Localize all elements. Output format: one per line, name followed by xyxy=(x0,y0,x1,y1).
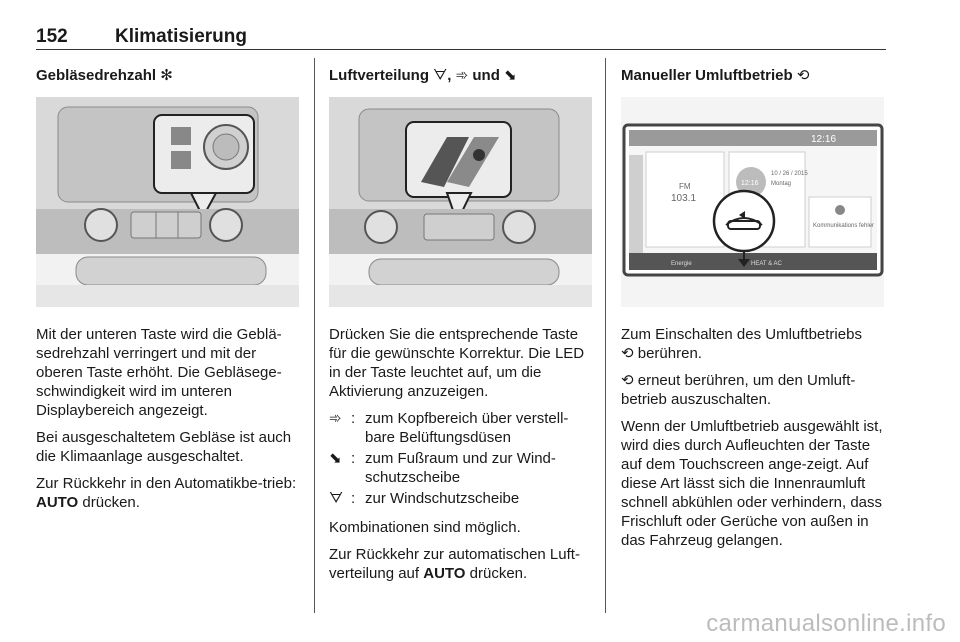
heading-text: Luftverteilung xyxy=(329,67,434,84)
text: Zum Einschalten des Umluftbetriebs xyxy=(621,326,862,343)
screen-heat-ac: HEAT & AC xyxy=(751,261,782,267)
colon: : xyxy=(351,490,356,507)
recirculation-icon: ⟲ xyxy=(796,67,810,84)
screen-energy: Energie xyxy=(671,261,692,267)
recirculation-icon: ⟲ xyxy=(621,345,634,362)
distribution-list: ➾: zum Kopfbereich über verstell-bare Bel… xyxy=(329,409,592,508)
text: Zur Rückkehr zur automatischen Luft-vert… xyxy=(329,546,580,582)
fan-icon: ✻ xyxy=(160,67,173,84)
paragraph: Bei ausgeschaltetem Gebläse ist auch die… xyxy=(36,429,292,465)
text: erneut berühren, um den Umluft-betrieb a… xyxy=(621,372,856,408)
page-number: 152 xyxy=(36,26,68,47)
heading-text: Manueller Umluftbetrieb xyxy=(621,67,793,84)
heading-text: und xyxy=(468,67,505,84)
heading-text: Gebläsedrehzahl xyxy=(36,67,157,84)
list-item-text: zur Windschutzscheibe xyxy=(365,490,520,507)
paragraph: Zum Einschalten des Umluftbetriebs ⟲ ber… xyxy=(621,325,887,363)
windscreen-icon: ᗊ xyxy=(329,490,344,507)
section-heading: Gebläsedrehzahl ✻ xyxy=(36,66,300,85)
colon: : xyxy=(351,450,356,467)
auto-label: AUTO xyxy=(36,494,79,511)
section-heading: Manueller Umluftbetrieb ⟲ xyxy=(621,66,887,85)
paragraph: Kombinationen sind möglich. xyxy=(329,519,521,536)
text: drücken. xyxy=(465,565,528,582)
head-vent-icon: ➾ xyxy=(455,67,469,84)
column-fan-speed: Gebläsedrehzahl ✻ Mit der unteren Taste … xyxy=(36,66,300,520)
list-item: ⬊: zum Fußraum und zur Wind-schutzscheibe xyxy=(329,449,592,487)
auto-label: AUTO xyxy=(423,565,466,582)
paragraph-return-auto: Zur Rückkehr zur automatischen Luft-vert… xyxy=(329,545,592,583)
footwell-icon: ⬊ xyxy=(504,67,517,84)
list-item: ➾: zum Kopfbereich über verstell-bare Bel… xyxy=(329,409,592,447)
text: drücken. xyxy=(78,494,140,511)
paragraph: Drücken Sie die entsprechende Taste für … xyxy=(329,326,585,400)
text: Zur Rückkehr in den Automatikbe-trieb: xyxy=(36,475,297,492)
radio-frequency: 103.1 xyxy=(671,193,696,204)
windscreen-icon: ᗊ xyxy=(433,67,448,84)
text: berühren. xyxy=(633,345,702,362)
separator: , xyxy=(447,67,456,84)
colon: : xyxy=(351,410,356,427)
paragraph: ⟲ erneut berühren, um den Umluft-betrieb… xyxy=(621,371,887,409)
list-item: ᗊ: zur Windschutzscheibe xyxy=(329,489,592,508)
radio-band: FM xyxy=(679,182,691,191)
fan-control-figure xyxy=(36,97,299,307)
column-air-distribution: Luftverteilung ᗊ, ➾ und ⬊ Drücken Sie di… xyxy=(329,66,592,591)
touchscreen-figure: 12:16 FM 103.1 12:16 10 / 26 / 2015 Mont… xyxy=(621,97,884,307)
screen-clock: 12:16 xyxy=(741,180,759,187)
head-vent-icon: ➾ xyxy=(329,410,342,427)
column-divider xyxy=(314,58,315,613)
screen-status: Kommunikations fehler xyxy=(813,223,874,229)
paragraph: Wenn der Umluftbetrieb ausgewählt ist, w… xyxy=(621,418,883,549)
screen-time: 12:16 xyxy=(811,134,836,145)
column-divider xyxy=(605,58,606,613)
watermark: carmanualsonline.info xyxy=(706,610,946,637)
list-item-text: zum Fußraum und zur Wind-schutzscheibe xyxy=(365,450,556,486)
column-recirculation: Manueller Umluftbetrieb ⟲ 12:16 FM 103.1… xyxy=(621,66,887,558)
footwell-icon: ⬊ xyxy=(329,450,342,467)
air-distribution-figure xyxy=(329,97,592,307)
chapter-title: Klimatisierung xyxy=(115,26,247,47)
list-item-text: zum Kopfbereich über verstell-bare Belüf… xyxy=(365,410,569,446)
section-heading: Luftverteilung ᗊ, ➾ und ⬊ xyxy=(329,66,592,85)
header-rule xyxy=(36,49,886,50)
paragraph-return-auto: Zur Rückkehr in den Automatikbe-trieb: A… xyxy=(36,474,300,512)
screen-weekday: Montag xyxy=(771,181,791,187)
recirculation-icon: ⟲ xyxy=(621,372,634,389)
paragraph: Mit der unteren Taste wird die Geblä-sed… xyxy=(36,326,282,419)
screen-date: 10 / 26 / 2015 xyxy=(771,171,808,177)
